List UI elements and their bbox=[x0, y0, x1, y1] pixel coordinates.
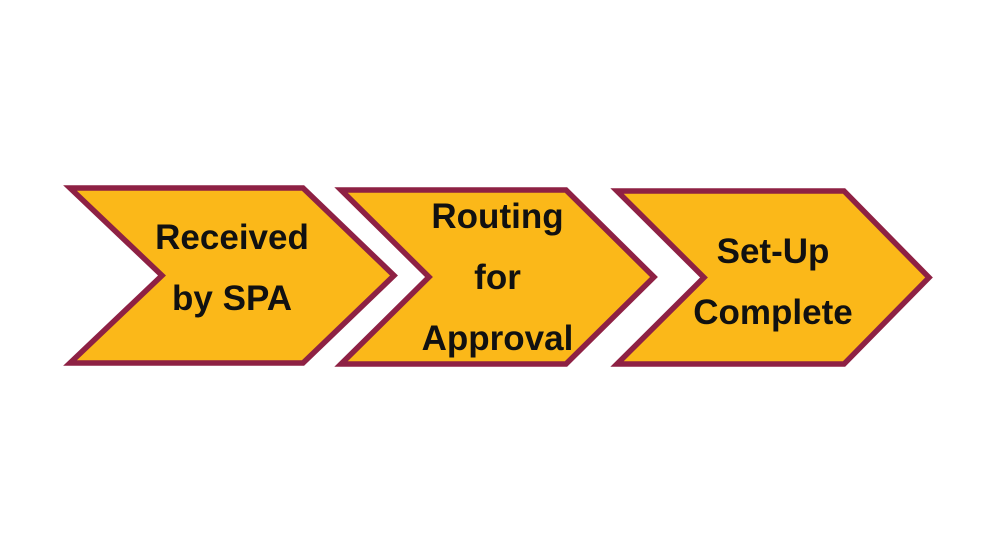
chevron-step-1 bbox=[63, 185, 398, 366]
chevron-step-2 bbox=[334, 187, 658, 367]
chevron-step-3 bbox=[610, 188, 933, 367]
